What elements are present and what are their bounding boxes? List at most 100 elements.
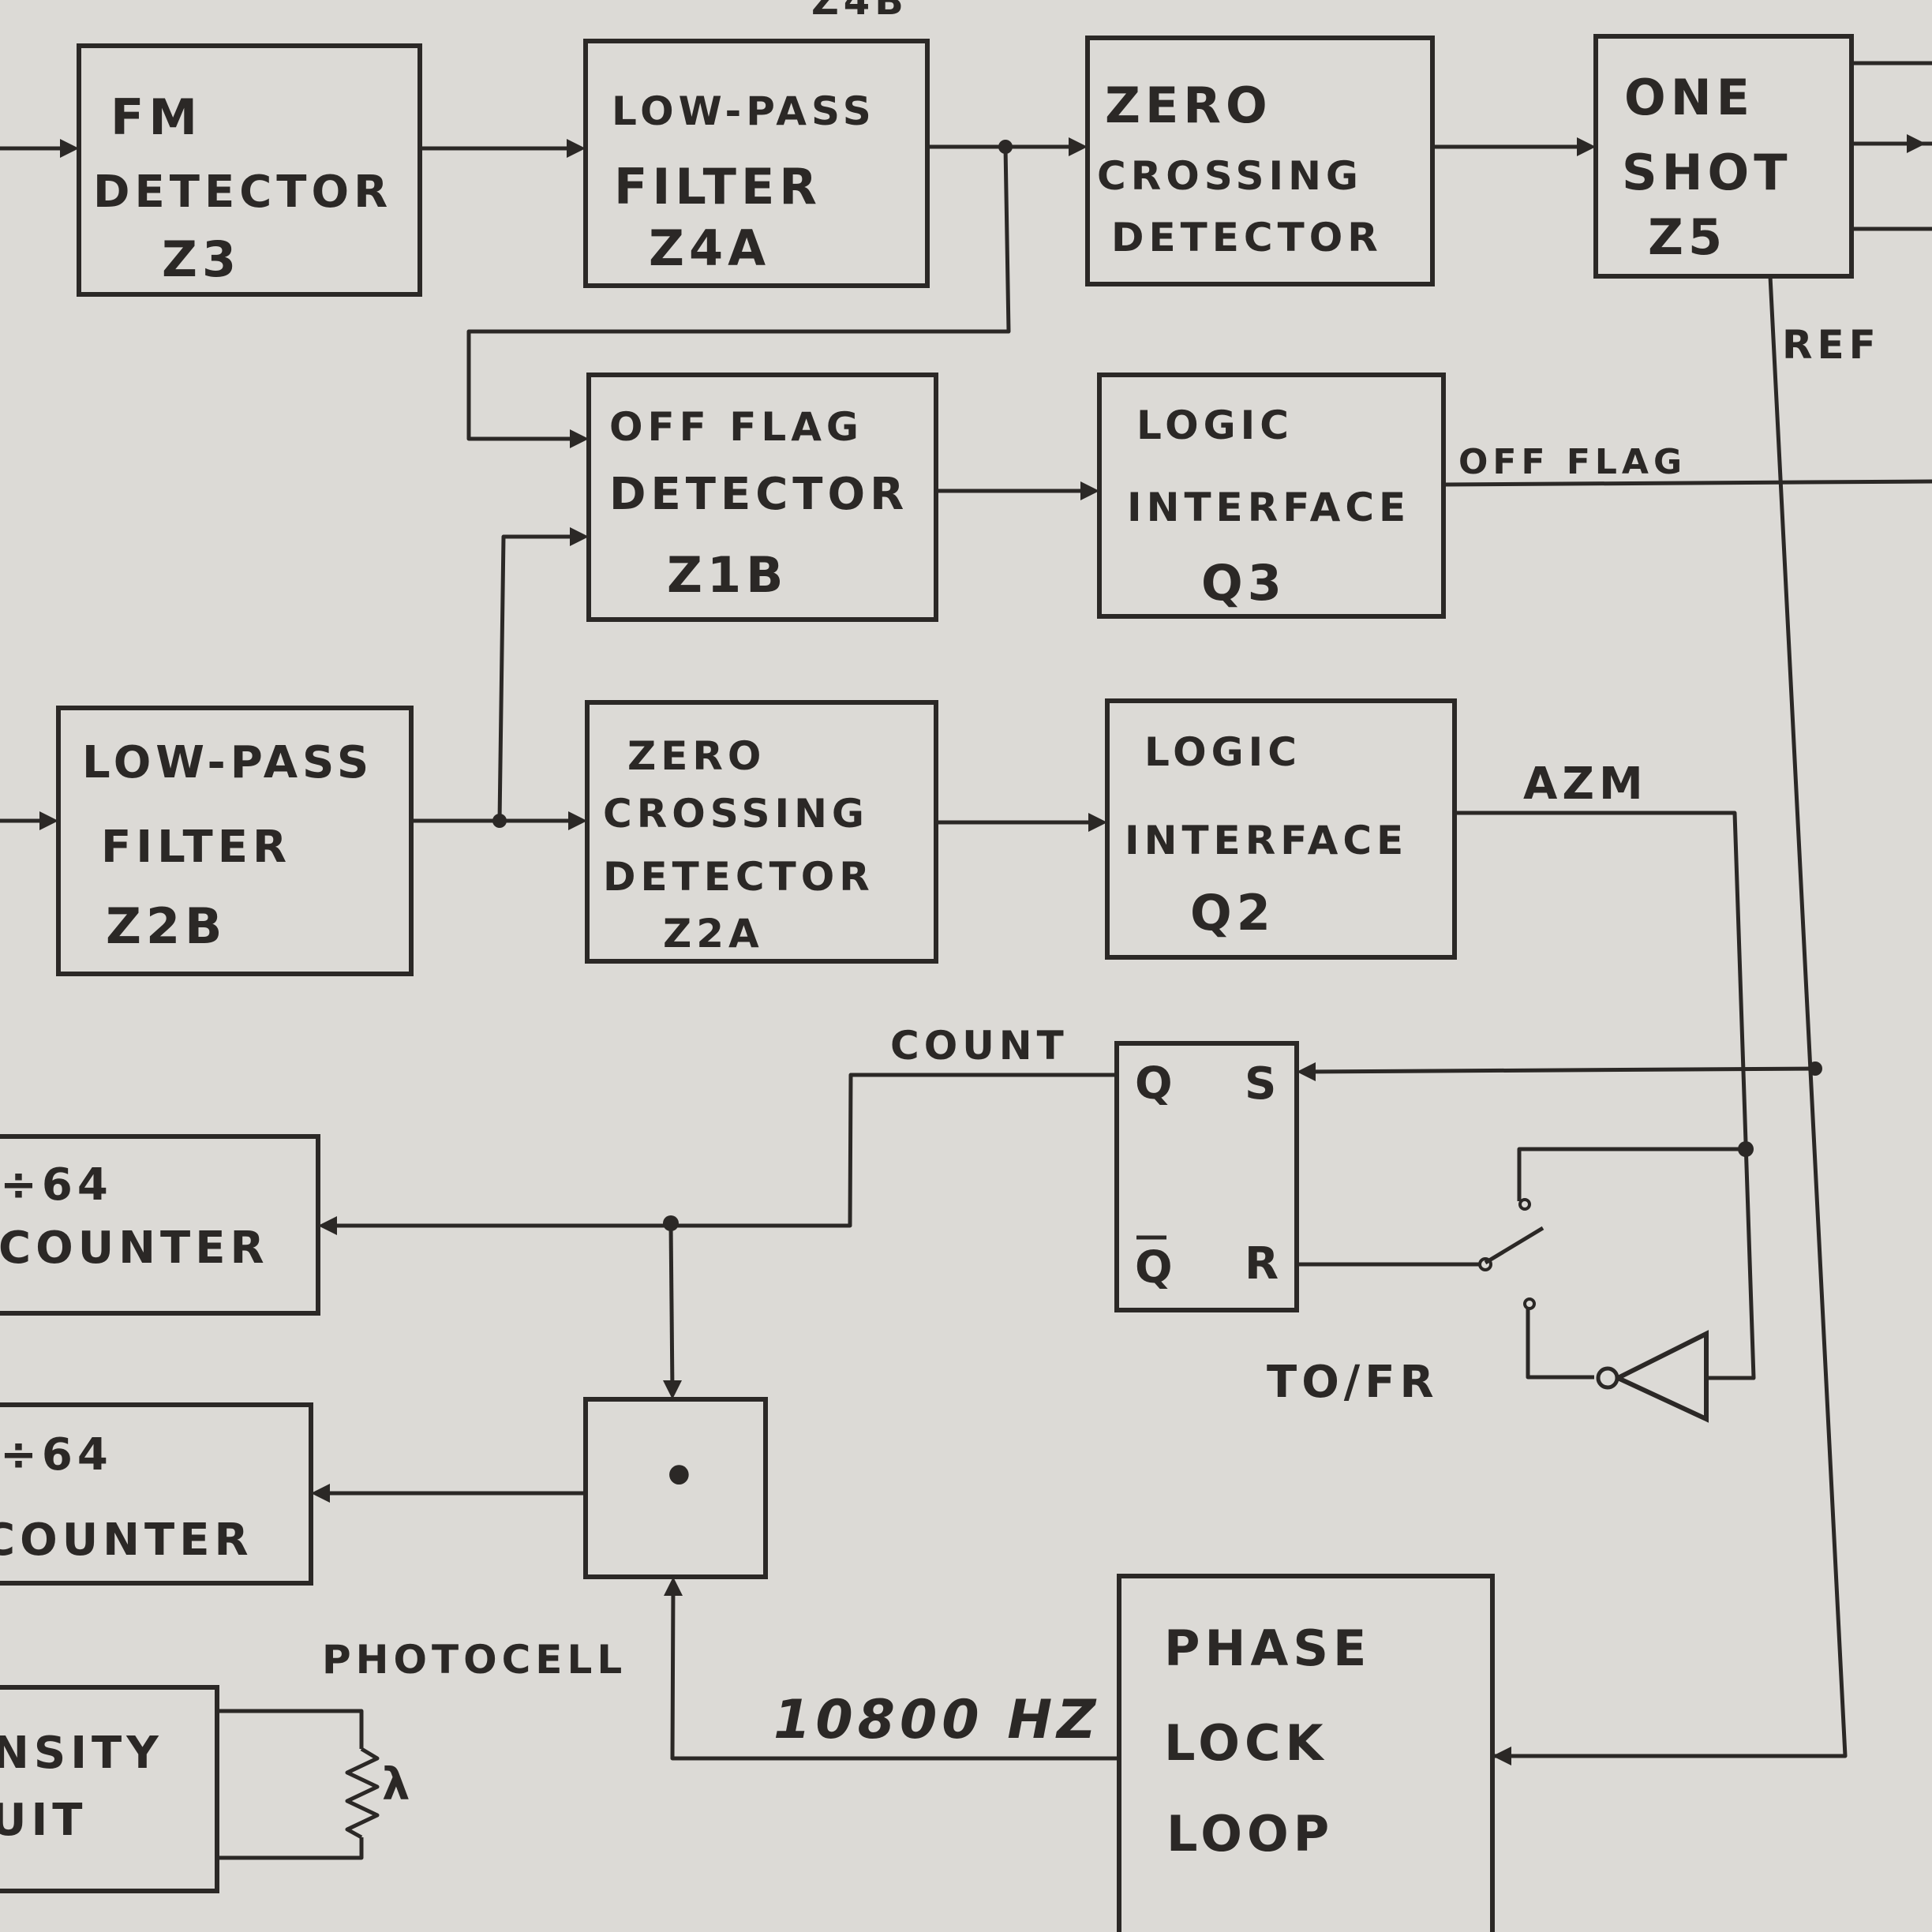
ff-r-label: R	[1245, 1238, 1283, 1290]
lpf-z2b-line1: LOW-PASS	[82, 737, 373, 788]
phase-lock-loop-block	[1117, 1574, 1495, 1932]
one-shot-line2: SHOT	[1622, 144, 1792, 201]
signal-to-fr-label: TO/FR	[1267, 1357, 1439, 1408]
pll-line1: PHASE	[1164, 1619, 1371, 1677]
wire-switch-top	[1517, 1147, 1746, 1201]
signal-lambda-label: λ	[382, 1759, 414, 1810]
zcd-z2a-line1: ZERO	[627, 733, 766, 779]
zcd-z2a-line4: Z2A	[663, 911, 764, 957]
arrow-lpf-in	[567, 139, 586, 158]
off-flag-detector-block	[586, 373, 938, 622]
off-flag-detector-line2: DETECTOR	[609, 469, 908, 520]
arrow-gate-in	[663, 1380, 682, 1399]
pll-line3: LOOP	[1166, 1805, 1334, 1863]
wire-10800hz	[670, 1584, 1119, 1761]
lpf-z4a-line1: LOW-PASS	[612, 88, 876, 134]
logic-interface-q2-block	[1105, 698, 1457, 960]
zcd-z2a-line2: CROSSING	[603, 791, 869, 837]
signal-off-flag-label: OFF FLAG	[1458, 442, 1687, 482]
pll-line2: LOCK	[1164, 1714, 1328, 1772]
lpf-z4a-line2: FILTER	[614, 158, 822, 215]
arrow-oneshot-in	[1577, 137, 1596, 156]
signal-ref-label: REF	[1782, 322, 1881, 368]
wire-off-flag-out	[1443, 479, 1932, 487]
off-flag-detector-line3: Z1B	[667, 546, 788, 604]
fm-detector-block	[77, 43, 422, 297]
intensity-line1: NSITY	[0, 1728, 163, 1779]
wire-count-gate	[668, 1222, 675, 1392]
one-shot-block	[1593, 34, 1854, 279]
arrow-counter2-in	[311, 1484, 330, 1503]
off-flag-detector-line1: OFF FLAG	[609, 404, 863, 450]
arrow-z2b-in	[39, 811, 58, 830]
gate-block	[583, 1397, 768, 1579]
switch-contact-top	[1518, 1198, 1531, 1211]
zcd-top-line1: ZERO	[1105, 77, 1272, 134]
wire-count	[326, 1073, 1117, 1228]
fm-detector-line2: DETECTOR	[93, 167, 392, 218]
switch-blade	[1484, 1226, 1544, 1265]
zcd-top-line3: DETECTOR	[1111, 215, 1383, 260]
wire-azm	[1455, 811, 1756, 1380]
arrow-zcd-top-in	[1069, 137, 1088, 156]
arrow-q3-in	[1080, 481, 1099, 500]
wire-switch-bottom	[1526, 1309, 1594, 1380]
zcd-z2a-line3: DETECTOR	[603, 854, 874, 900]
signal-10800hz-label: 10800 HZ	[773, 1689, 1100, 1751]
zcd-top-line2: CROSSING	[1097, 153, 1363, 199]
inverter-bubble	[1596, 1366, 1619, 1390]
counter-1-line1: ÷64	[0, 1159, 113, 1211]
switch-contact-bottom	[1523, 1297, 1536, 1310]
lpf-z4a-line3: Z4A	[649, 219, 770, 277]
wire-z2b-offflag	[497, 534, 581, 822]
arrow-offflag-in2	[570, 527, 589, 546]
arrow-counter1-in	[318, 1216, 337, 1235]
wire-ref	[1492, 275, 1848, 1758]
flip-flop-block	[1114, 1041, 1299, 1312]
low-pass-filter-z4a-block	[583, 39, 930, 288]
fm-detector-line1: FM	[110, 88, 202, 146]
zcd-top-partial-label: Z4B	[811, 0, 908, 24]
arrow-z2a-in	[568, 811, 587, 830]
fm-detector-line3: Z3	[162, 230, 241, 288]
gate-symbol: •	[661, 1444, 702, 1509]
arrow-q2-in	[1088, 813, 1107, 832]
arrow-oneshot-out2	[1907, 134, 1926, 153]
logic-q2-line3: Q2	[1190, 884, 1275, 942]
counter-2-block	[0, 1402, 313, 1586]
ff-qbar-label: Q	[1135, 1242, 1178, 1294]
counter-1-line2: COUNTER	[0, 1222, 269, 1274]
wire-photocell-bottom	[217, 1837, 364, 1860]
logic-interface-q3-block	[1097, 373, 1446, 619]
logic-q2-line2: INTERFACE	[1125, 818, 1408, 863]
arrow-gate-clock-in	[664, 1577, 683, 1596]
counter-1-block	[0, 1134, 320, 1316]
intensity-line2: UIT	[0, 1795, 88, 1846]
ff-s-label: S	[1245, 1058, 1281, 1110]
intensity-circuit-block	[0, 1685, 219, 1893]
logic-q3-line1: LOGIC	[1136, 402, 1294, 448]
lpf-z2b-line2: FILTER	[101, 822, 291, 873]
signal-count-label: COUNT	[890, 1023, 1069, 1069]
wire-photocell-top	[217, 1709, 364, 1749]
low-pass-filter-z2b-block	[56, 706, 414, 976]
wire-z4a-offflag	[466, 146, 1011, 441]
logic-q3-line2: INTERFACE	[1127, 485, 1410, 530]
counter-2-line1: ÷64	[0, 1429, 113, 1481]
wire-ref-set	[1304, 1066, 1816, 1074]
arrow-set-in	[1297, 1062, 1316, 1081]
logic-q3-line3: Q3	[1201, 554, 1286, 612]
zero-crossing-detector-top-block	[1085, 36, 1435, 286]
one-shot-line1: ONE	[1624, 69, 1754, 126]
arrow-pll-ref-in	[1492, 1747, 1511, 1765]
photocell-resistor	[345, 1747, 380, 1840]
arrow-fm-in	[60, 139, 79, 158]
ff-q-label: Q	[1135, 1058, 1178, 1110]
logic-q2-line1: LOGIC	[1144, 729, 1301, 775]
inverter-triangle	[1612, 1330, 1709, 1423]
arrow-offflag-in1	[570, 429, 589, 448]
zero-crossing-detector-z2a-block	[585, 700, 938, 964]
counter-2-line2: COUNTER	[0, 1515, 253, 1566]
